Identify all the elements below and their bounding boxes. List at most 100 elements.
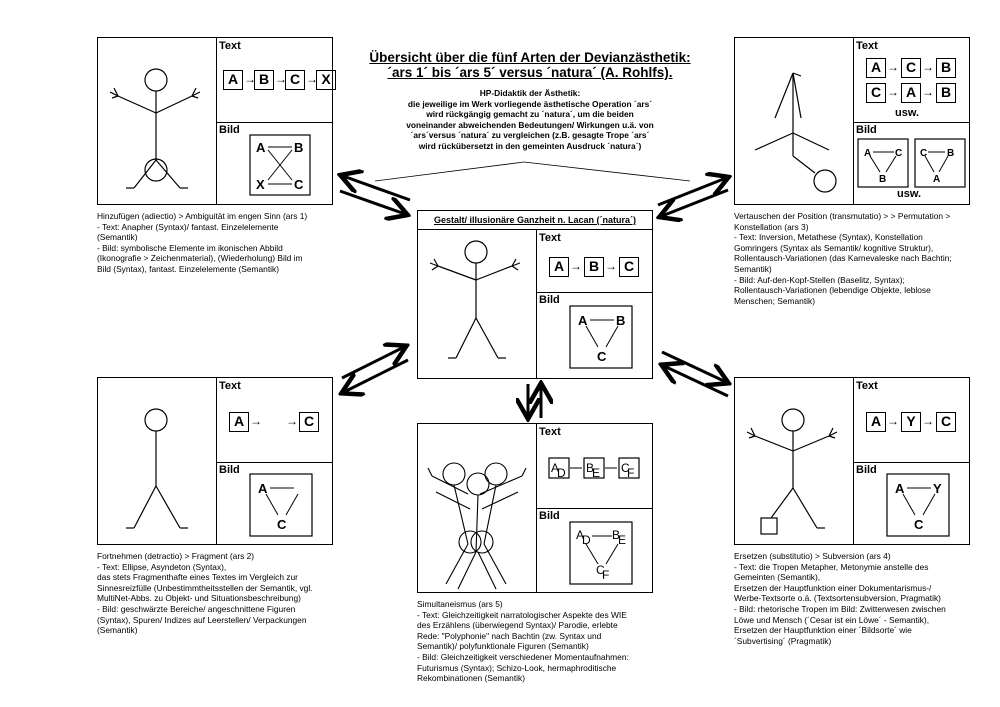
ars1-bild-graphic: A B X C [216,122,334,206]
bild-letter: D [582,533,591,547]
bild-letter: C [597,349,607,364]
arrow-right-icon: → [605,259,617,273]
ars4-text-section: Text A → Y → C [853,378,969,463]
bild-letter: Y [933,481,942,496]
letter-box: A [223,70,243,90]
stick-figure-ars1 [98,38,217,204]
stick-figure-substitute-icon [735,378,853,546]
bild-letter: X [256,177,265,192]
ars5-description: Simultaneismus (ars 5) - Text: Gleichzei… [417,599,662,684]
text-label: Text [219,380,241,392]
bild-letter: C [277,517,287,532]
letter-box: B [254,70,274,90]
ars1-bild-section: Bild A B X C [216,122,332,204]
subtitle: HP-Didaktik der Ästhetik: die jeweilige … [390,88,670,152]
letter-box: C [936,412,956,432]
arrow-from-ars4-icon [664,366,728,396]
arrow-to-ars1-icon [343,176,410,200]
arrow-right-icon: → [570,259,582,273]
subtitle-bracket-lines [375,162,690,181]
ars2-bild-graphic: A C [216,462,334,546]
ars5-bild-graphic: A D B E C F [536,508,654,594]
title-line-2: ´ars 1´ bis ´ars 5´ versus ´natura´ (A. … [350,65,710,80]
text-label: Text [856,380,878,392]
arrow-right-icon: → [887,414,899,428]
ars3-text-section: Text A → C → B C → A → B usw. [853,38,969,123]
title-line-1: Übersicht über die fünf Arten der Devian… [350,50,710,65]
letter-box: A [229,412,249,432]
stick-figure-ars4 [735,378,854,544]
letter-box: C [901,58,921,78]
letter-box: A [901,83,921,103]
text-letter: E [592,466,600,480]
bild-letter: A [933,174,940,185]
bild-letter: C [920,148,927,159]
center-heading: Gestalt/ illusionäre Ganzheit n. Lacan (… [417,210,653,230]
stick-figure-ars3-inverted [735,38,854,204]
bild-letter: F [602,568,609,582]
ars4-description: Ersetzen (substitutio) > Subversion (ars… [734,551,996,646]
panel-ars1: Text A → B → C → X Bild A B X C [97,37,333,205]
stick-figure-icon [98,38,216,206]
ars1-description: Hinzufügen (adiectio) > Ambiguität im en… [97,211,342,275]
arrow-from-ars3-icon [662,190,728,216]
ars2-description: Fortnehmen (detractio) > Fragment (ars 2… [97,551,347,636]
stick-figure-ars5-overlay [418,424,537,592]
arrow-right-icon: → [922,414,934,428]
bild-letter: B [616,313,625,328]
bild-letter: A [895,481,905,496]
bild-letter: A [258,481,268,496]
text-letter: F [627,466,634,480]
stick-figure-ars2 [98,378,217,544]
text-label: Text [856,40,878,52]
letter-box: C [299,412,319,432]
panel-ars5: Text A D B E C F Bild A D [417,423,653,593]
bild-letter: A [864,148,871,159]
bild-letter: A [578,313,588,328]
usw-text: usw. [895,107,919,119]
arrow-right-icon: → [286,414,298,428]
stick-figure-simultaneous-icon [418,424,536,594]
ars5-bild-section: Bild A D B E C F [536,508,652,592]
arrow-from-ars2-icon [342,347,404,378]
arrow-right-icon: → [887,60,899,74]
center-bild-section: Bild A B C [536,292,652,378]
ars3-bild-section: Bild A C B C B A usw. [853,122,969,204]
letter-box: X [316,70,336,90]
arrow-to-ars2-icon [344,360,408,392]
stick-figure-natura [418,230,537,378]
ars1-text-section: Text A → B → C → X [216,38,332,123]
bild-letter: C [294,177,304,192]
letter-box: A [866,412,886,432]
ars5-text-section: Text A D B E C F [536,424,652,509]
center-text-section: Text A → B → C [536,230,652,293]
letter-box: B [936,83,956,103]
bild-letter: C [895,148,902,159]
diagram-title: Übersicht über die fünf Arten der Devian… [350,50,710,80]
bild-letter: B [947,148,954,159]
letter-box: C [619,257,639,277]
arrow-right-icon: → [887,85,899,99]
ars5-text-graphic: A D B E C F [536,424,654,508]
arrow-to-ars3-icon [658,178,726,205]
letter-box: Y [901,412,921,432]
ars4-bild-graphic: A Y C [853,462,971,546]
arrow-right-icon: → [922,60,934,74]
text-letter: D [557,466,566,480]
bild-letter: B [879,174,886,185]
bild-letter: E [618,533,626,547]
arrow-from-ars1-icon [340,191,405,214]
bild-letter: B [294,140,303,155]
ars2-bild-section: Bild A C [216,462,332,544]
panel-ars4: Text A → Y → C Bild A Y C [734,377,970,545]
ars2-text-section: Text A → → C [216,378,332,463]
panel-ars3: Text A → C → B C → A → B usw. Bild A C B… [734,37,970,205]
bild-letter: A [256,140,266,155]
bild-letter: C [914,517,924,532]
arrow-right-icon: → [250,414,262,428]
letter-box: A [549,257,569,277]
stick-figure-icon [418,230,536,380]
ars3-description: Vertauschen der Position (transmutatio) … [734,211,994,306]
stick-figure-upside-down-icon [735,38,853,206]
letter-box: C [285,70,305,90]
